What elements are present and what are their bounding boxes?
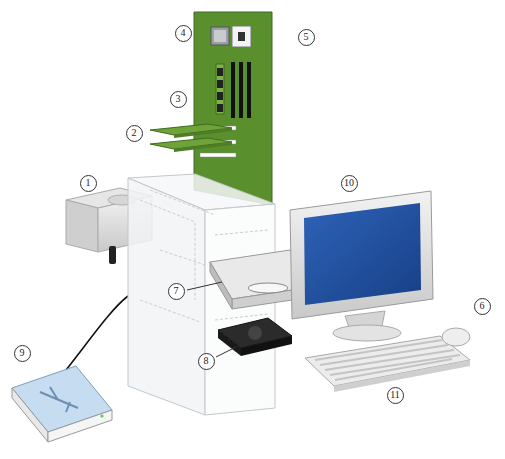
callout-number: 11 — [387, 387, 404, 404]
callout-text: 1 — [86, 178, 91, 188]
monitor-bezel — [290, 191, 433, 319]
expansion-slot — [200, 153, 236, 157]
callout-number: 4 — [175, 25, 192, 42]
leader-line — [216, 347, 236, 357]
callout-number: 8 — [198, 353, 215, 370]
callout-text: 3 — [176, 94, 181, 104]
callout-number: 9 — [14, 345, 31, 362]
monitor-base — [333, 325, 401, 341]
usb-symbol — [40, 387, 78, 412]
cpu-chip — [211, 27, 229, 45]
callout-number: 7 — [168, 283, 185, 300]
callout-text: 8 — [204, 356, 209, 366]
monitor — [290, 191, 433, 341]
callout-text: 5 — [304, 32, 309, 42]
ext-led — [100, 414, 103, 417]
callout-number: 6 — [474, 298, 491, 315]
expansion-cards — [150, 124, 232, 152]
callout-number: 2 — [126, 125, 143, 142]
ext-front — [48, 410, 112, 442]
leader-line — [187, 282, 222, 290]
board — [194, 12, 272, 205]
ram-slot — [239, 62, 243, 118]
ram-chip — [217, 68, 223, 76]
psu-side — [66, 200, 98, 252]
card-edge — [174, 128, 232, 138]
hdd-side — [218, 330, 241, 356]
cpu-socket — [232, 26, 251, 47]
mouse — [442, 328, 470, 346]
callout-text: 10 — [344, 178, 354, 188]
ext-side — [12, 388, 48, 442]
keyboard — [305, 336, 470, 392]
callout-number: 1 — [80, 175, 97, 192]
callout-text: 9 — [20, 348, 25, 358]
hdd-front — [241, 336, 292, 356]
callout-text: 11 — [390, 390, 400, 400]
power-plug — [109, 246, 116, 264]
callout-text: 2 — [132, 128, 137, 138]
ram-chip — [217, 92, 223, 100]
drive-side — [210, 262, 232, 309]
case-side — [128, 178, 205, 415]
ram-chip — [217, 80, 223, 88]
callout-text: 4 — [181, 28, 186, 38]
keyboard-keys — [315, 340, 460, 380]
callout-text: 6 — [480, 301, 485, 311]
monitor-screen — [304, 203, 421, 305]
usb-cable — [62, 296, 128, 375]
callout-number: 3 — [170, 91, 187, 108]
ram-slot — [247, 62, 251, 118]
ram-chip — [217, 104, 223, 112]
case-front — [205, 204, 275, 415]
hdd-platter — [248, 326, 262, 340]
callout-number: 5 — [298, 29, 315, 46]
disc-tray — [248, 283, 288, 293]
socket-center — [238, 32, 245, 41]
motherboard — [194, 12, 272, 205]
ram-slot — [231, 62, 235, 118]
ram-module — [216, 64, 224, 114]
callout-number: 10 — [341, 175, 358, 192]
external-drive — [12, 366, 112, 442]
card-edge — [174, 142, 232, 152]
cpu-top — [214, 30, 226, 42]
callout-text: 7 — [174, 286, 179, 296]
